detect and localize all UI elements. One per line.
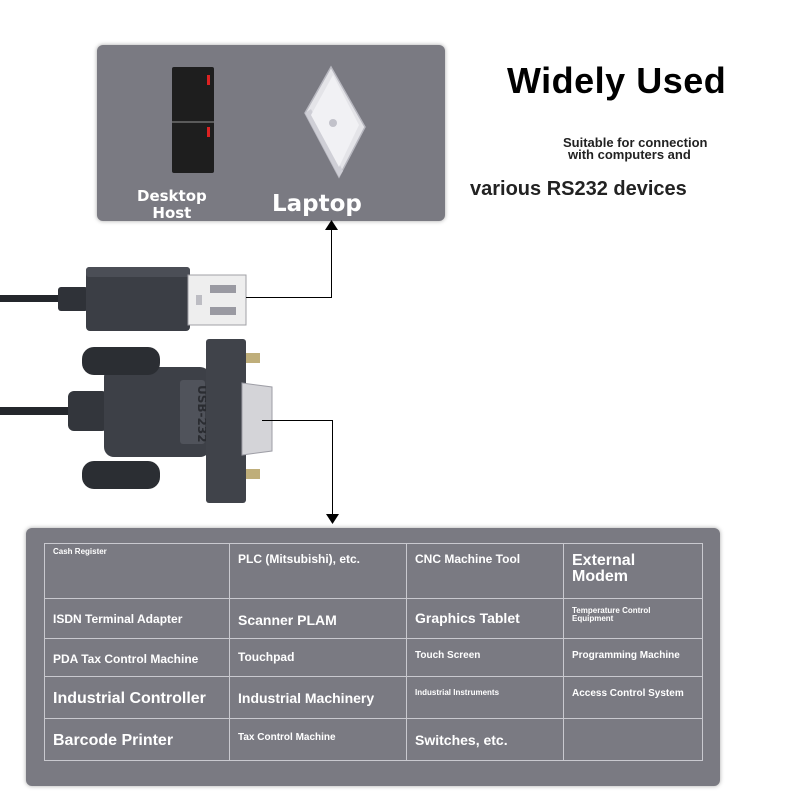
table-cell: Cash Register <box>44 542 230 600</box>
connector-text: USB-232 <box>195 385 209 443</box>
table-row: PDA Tax Control Machine Touchpad Touch S… <box>44 638 703 677</box>
subtext-line3: various RS232 devices <box>470 178 687 200</box>
headline: Widely Used <box>507 60 727 101</box>
laptop-label: Laptop <box>272 191 362 217</box>
serial-link-line-v <box>332 420 333 516</box>
laptop-icon <box>304 65 366 179</box>
usb-link-line-v <box>331 228 332 298</box>
table-cell: ISDN Terminal Adapter <box>44 598 230 640</box>
table-cell: CNC Machine Tool <box>406 542 564 600</box>
subtext-line1: Suitable for connection <box>563 135 708 150</box>
table-row: Industrial Controller Industrial Machine… <box>44 675 703 719</box>
desktop-tower-icon <box>172 67 214 173</box>
table-cell: Scanner PLAM <box>229 598 407 640</box>
desktop-label: Desktop Host <box>137 187 207 222</box>
table-cell: Graphics Tablet <box>406 598 564 640</box>
table-cell: Barcode Printer <box>44 717 230 762</box>
table-row: Barcode Printer Tax Control Machine Swit… <box>44 717 703 762</box>
arrow-up-icon <box>325 220 338 230</box>
table-cell: Temperature Control Equipment <box>563 598 703 640</box>
table-cell: Access Control System <box>563 675 703 719</box>
table-cell: Touch Screen <box>406 638 564 677</box>
table-cell: PDA Tax Control Machine <box>44 638 230 677</box>
table-cell: Programming Machine <box>563 638 703 677</box>
table-cell: Switches, etc. <box>406 717 564 762</box>
usb-link-line-h <box>246 297 332 298</box>
table-cell: Industrial Instruments <box>406 675 564 719</box>
usb-to-rs232-cable: USB-232 <box>0 267 273 503</box>
table-cell: Industrial Controller <box>44 675 230 719</box>
compatible-devices-panel: Cash Register PLC (Mitsubishi), etc. CNC… <box>26 528 720 786</box>
table-cell: Touchpad <box>229 638 407 677</box>
table-cell <box>563 717 703 762</box>
table-row: ISDN Terminal Adapter Scanner PLAM Graph… <box>44 598 703 640</box>
table-cell: External Modem <box>563 542 703 600</box>
table-cell: Industrial Machinery <box>229 675 407 719</box>
serial-link-line-h <box>262 420 333 421</box>
subtext-line2: with computers and <box>568 147 691 162</box>
computer-devices-panel: Desktop Host Laptop <box>97 45 445 221</box>
arrow-down-icon <box>326 514 339 524</box>
table-row: Cash Register PLC (Mitsubishi), etc. CNC… <box>44 542 703 600</box>
compatible-devices-table: Cash Register PLC (Mitsubishi), etc. CNC… <box>44 542 703 762</box>
table-cell: PLC (Mitsubishi), etc. <box>229 542 407 600</box>
table-cell: Tax Control Machine <box>229 717 407 762</box>
